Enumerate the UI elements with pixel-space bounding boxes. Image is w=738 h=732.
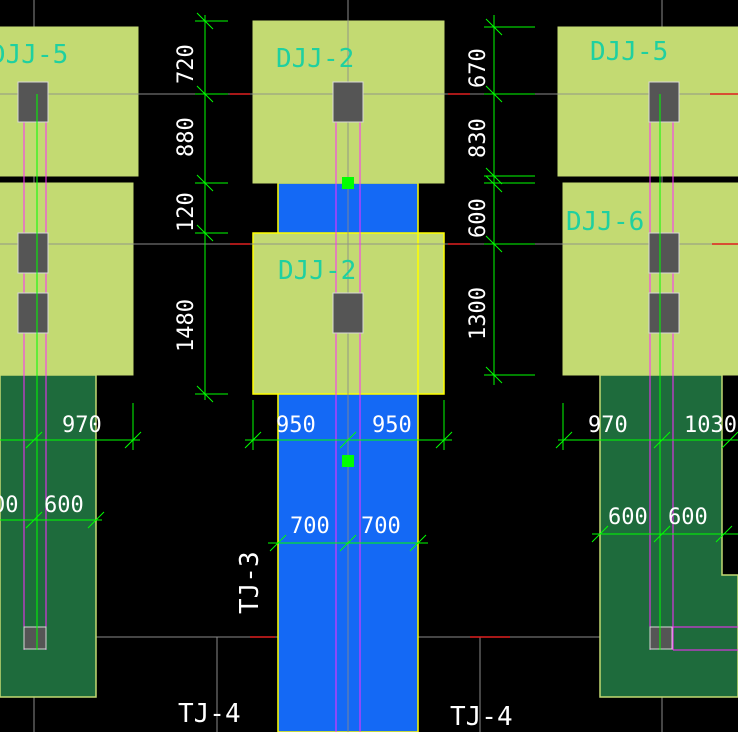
column-block-icon[interactable]	[332, 81, 364, 123]
dim-text-right-1: 670	[466, 48, 491, 88]
dim-text-middle-top-1: 950	[276, 413, 316, 438]
dim-text-middle-bottom-2: 700	[361, 514, 401, 539]
footing-label-mid-right: DJJ-6	[566, 207, 644, 237]
dim-tick	[409, 534, 427, 552]
dim-tick	[653, 431, 671, 449]
column-block-icon[interactable]	[17, 292, 49, 334]
dim-text-right-pad-bottom-2: 600	[668, 505, 708, 530]
dim-tick	[721, 431, 738, 449]
dim-tick	[339, 431, 357, 449]
footing-top-right[interactable]	[557, 26, 738, 177]
dim-tick	[196, 224, 214, 242]
dim-text-right-3: 600	[466, 198, 491, 238]
left-pad-footing[interactable]	[0, 374, 97, 698]
column-block-icon[interactable]	[23, 626, 47, 650]
footing-label-top-left: DJJ-5	[0, 40, 68, 70]
dim-text-right-pad-top-2: 1030	[684, 413, 737, 438]
dim-text-middle-top-2: 950	[372, 413, 412, 438]
green-square-grip-icon[interactable]	[342, 455, 354, 467]
dim-tick	[485, 366, 503, 384]
dim-text-right-4: 1300	[466, 287, 491, 340]
dim-tick	[339, 534, 357, 552]
dim-tick	[25, 511, 43, 529]
dim-tick	[25, 431, 43, 449]
dim-text-left-1: 720	[174, 44, 199, 84]
dim-tick	[269, 534, 287, 552]
dim-text-right-pad-top-1: 970	[588, 413, 628, 438]
dim-tick	[653, 525, 671, 543]
dim-text-left-pad-bottom-1: 00	[0, 493, 19, 518]
dim-tick	[196, 174, 214, 192]
dim-tick	[591, 525, 609, 543]
column-block-icon[interactable]	[332, 292, 364, 334]
dim-tick	[485, 18, 503, 36]
footing-label-mid-middle: DJJ-2	[278, 256, 356, 286]
dim-tick	[87, 511, 105, 529]
dim-text-left-4: 1480	[174, 299, 199, 352]
footing-label-top-middle: DJJ-2	[276, 44, 354, 74]
rebar-lines	[23, 94, 738, 732]
dim-text-right-pad-bottom-1: 600	[608, 505, 648, 530]
footing-mid-left[interactable]	[0, 182, 134, 376]
dim-tick	[196, 12, 214, 30]
axis-ticks	[230, 93, 738, 638]
dim-tick	[715, 525, 733, 543]
dim-tick	[485, 85, 503, 103]
column-block-icon[interactable]	[648, 232, 680, 274]
strip-label-tj4-left: TJ-4	[178, 699, 241, 729]
dim-text-left-3: 120	[174, 192, 199, 232]
dim-tick	[485, 175, 503, 193]
dim-tick	[485, 167, 503, 185]
column-block-icon[interactable]	[17, 81, 49, 123]
dimension-lines	[0, 12, 738, 650]
dim-text-left-2: 880	[174, 117, 199, 157]
strip-label-tj3: TJ-3	[235, 551, 265, 614]
column-block-icon[interactable]	[648, 81, 680, 123]
strip-label-tj4-right: TJ-4	[450, 702, 513, 732]
dim-tick	[196, 385, 214, 403]
dim-text-right-2: 830	[466, 118, 491, 158]
dim-tick	[485, 235, 503, 253]
dim-text-left-pad-top: 970	[62, 413, 102, 438]
dim-text-middle-bottom-1: 700	[290, 514, 330, 539]
green-square-grip-icon[interactable]	[342, 177, 354, 189]
dim-tick	[196, 85, 214, 103]
column-block-icon[interactable]	[649, 626, 673, 650]
footing-label-top-right: DJJ-5	[590, 37, 668, 67]
columns	[17, 81, 680, 650]
column-block-icon[interactable]	[648, 292, 680, 334]
dim-text-left-pad-bottom-2: 600	[44, 493, 84, 518]
dim-tick	[555, 431, 573, 449]
column-block-icon[interactable]	[17, 232, 49, 274]
